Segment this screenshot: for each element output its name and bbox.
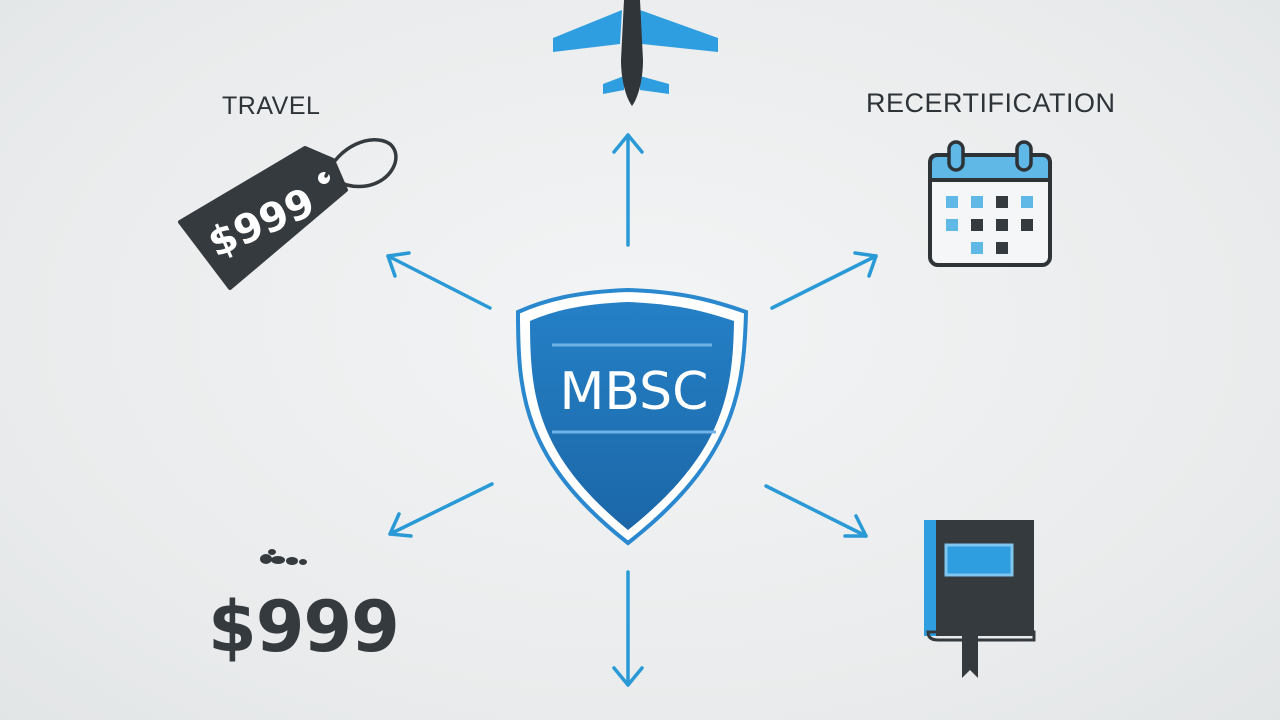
- recertification-label: RECERTIFICATION: [866, 88, 1116, 118]
- calendar-icon: [928, 140, 1052, 267]
- arrow-up: [612, 133, 644, 247]
- shield-title: MBSC: [560, 362, 709, 422]
- arrow-lower-right: [764, 484, 868, 538]
- book-icon: [924, 520, 1036, 678]
- arrow-upper-right: [770, 251, 878, 310]
- travel-label: TRAVEL: [222, 92, 321, 120]
- arrow-lower-left: [388, 482, 494, 538]
- airplane-icon: [553, 0, 718, 106]
- arrows: [386, 133, 878, 687]
- mbsc-shield: MBSC: [515, 287, 749, 546]
- arrow-upper-left: [386, 251, 492, 310]
- price-tag-icon: $999: [178, 138, 398, 290]
- coins-icon: [260, 549, 307, 565]
- price-label: $999: [208, 586, 400, 668]
- arrow-down: [612, 570, 644, 687]
